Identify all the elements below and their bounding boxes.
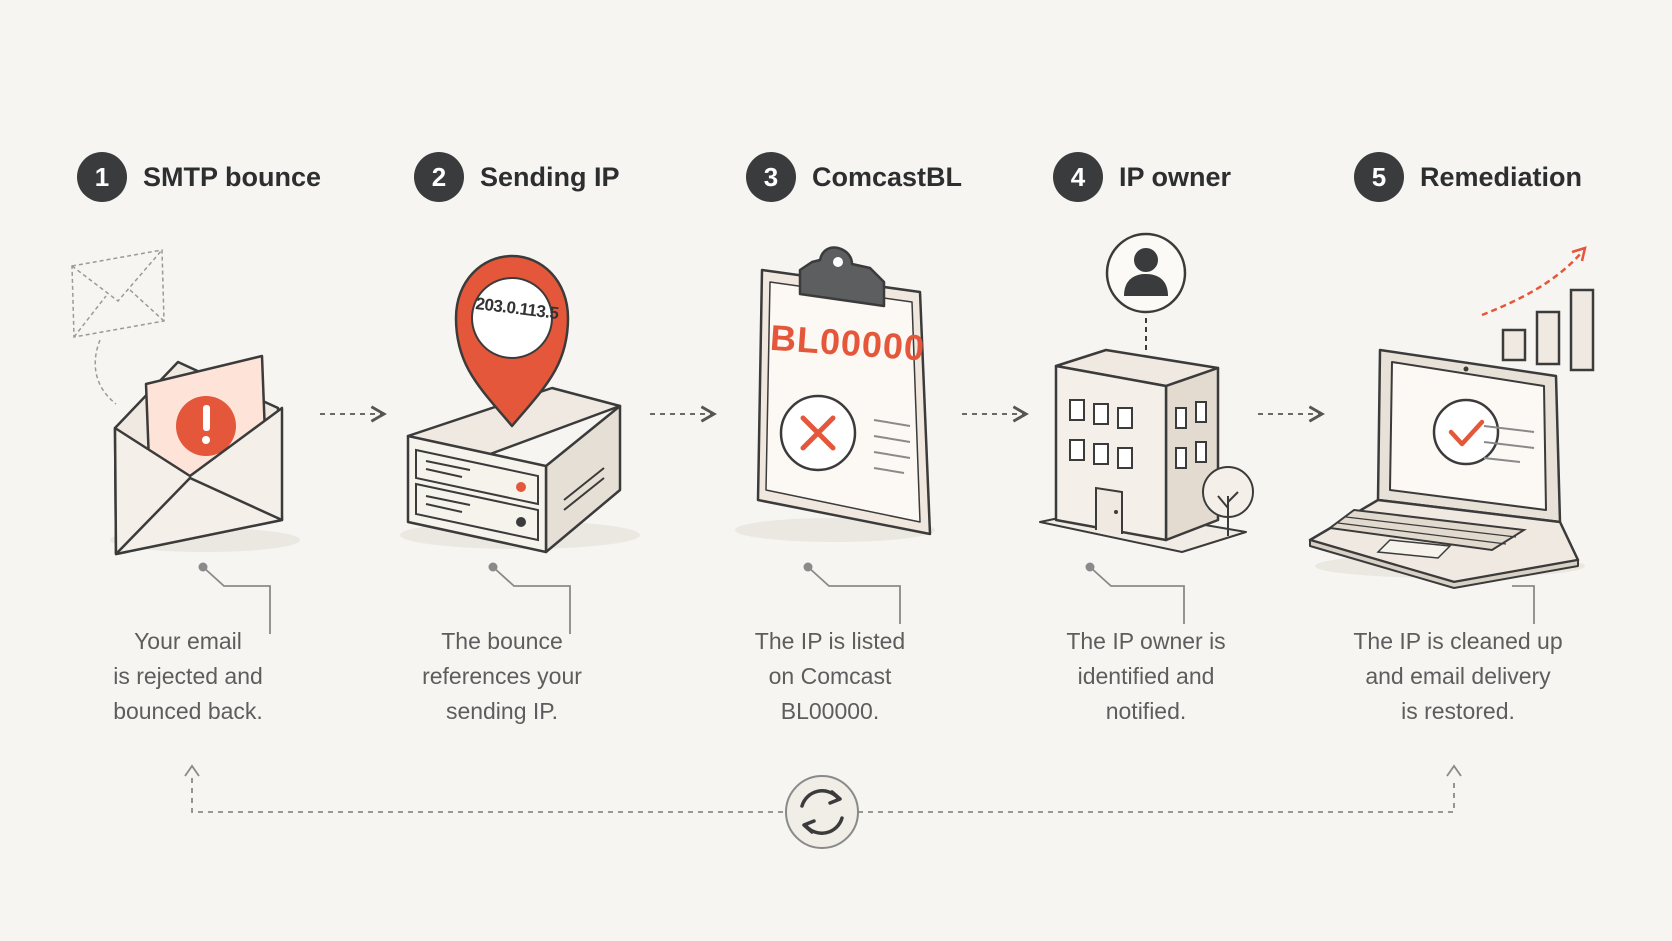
step-3-description-line: BL00000. [780,698,880,724]
loop-line [191,778,1455,813]
server-location-pin-icon [400,254,640,554]
step-3-description-line: The IP is listed [754,628,906,654]
step-4-description-line: The IP owner is [1066,628,1226,654]
office-building-owner-icon [1039,232,1254,553]
step-5-description: The IP is cleaned up and email delivery … [1328,624,1588,729]
leader-lines [198,562,1535,634]
step-2-description-line: The bounce [441,628,563,654]
step-1-header: 1 SMTP bounce [77,151,321,203]
step-2-description-line: sending IP. [445,698,559,724]
step-2-description-line: references your [422,663,582,689]
step-1-description-line: Your email [134,628,242,654]
step-3-description: The IP is listed on Comcast BL00000. [700,624,960,729]
step-2-title: Sending IP [480,161,620,192]
clipboard-blocklist-icon [735,246,935,542]
step-5-number: 5 [1354,152,1404,202]
laptop-check-growth-icon [1308,246,1595,589]
step-2-number: 2 [414,152,464,202]
step-4-description-line: identified and [1077,663,1215,689]
refresh-cycle-icon [785,775,859,849]
step-2-description: The bounce references your sending IP. [372,624,632,729]
step-3-number: 3 [746,152,796,202]
step-3-title: ComcastBL [812,161,963,192]
step-5-header: 5 Remediation [1354,151,1582,203]
step-1-description-line: bounced back. [113,698,263,724]
step-5-description-line: and email delivery [1365,663,1551,689]
step-1-title: SMTP bounce [143,161,322,192]
step-5-title: Remediation [1420,161,1583,192]
step-5-description-line: The IP is cleaned up [1353,628,1563,654]
envelope-alert-icon [71,249,300,556]
step-3-header: 3 ComcastBL [746,151,962,203]
step-4-description: The IP owner is identified and notified. [1016,624,1276,729]
step-1-description-line: is rejected and [113,663,263,689]
step-1-number: 1 [77,152,127,202]
step-4-number: 4 [1053,152,1103,202]
step-1-description: Your email is rejected and bounced back. [58,624,318,729]
step-4-description-line: notified. [1105,698,1187,724]
step-4-header: 4 IP owner [1053,151,1231,203]
step-3-description-line: on Comcast [768,663,892,689]
step-4-title: IP owner [1119,161,1232,192]
step-2-header: 2 Sending IP [414,151,620,203]
step-5-description-line: is restored. [1401,698,1515,724]
